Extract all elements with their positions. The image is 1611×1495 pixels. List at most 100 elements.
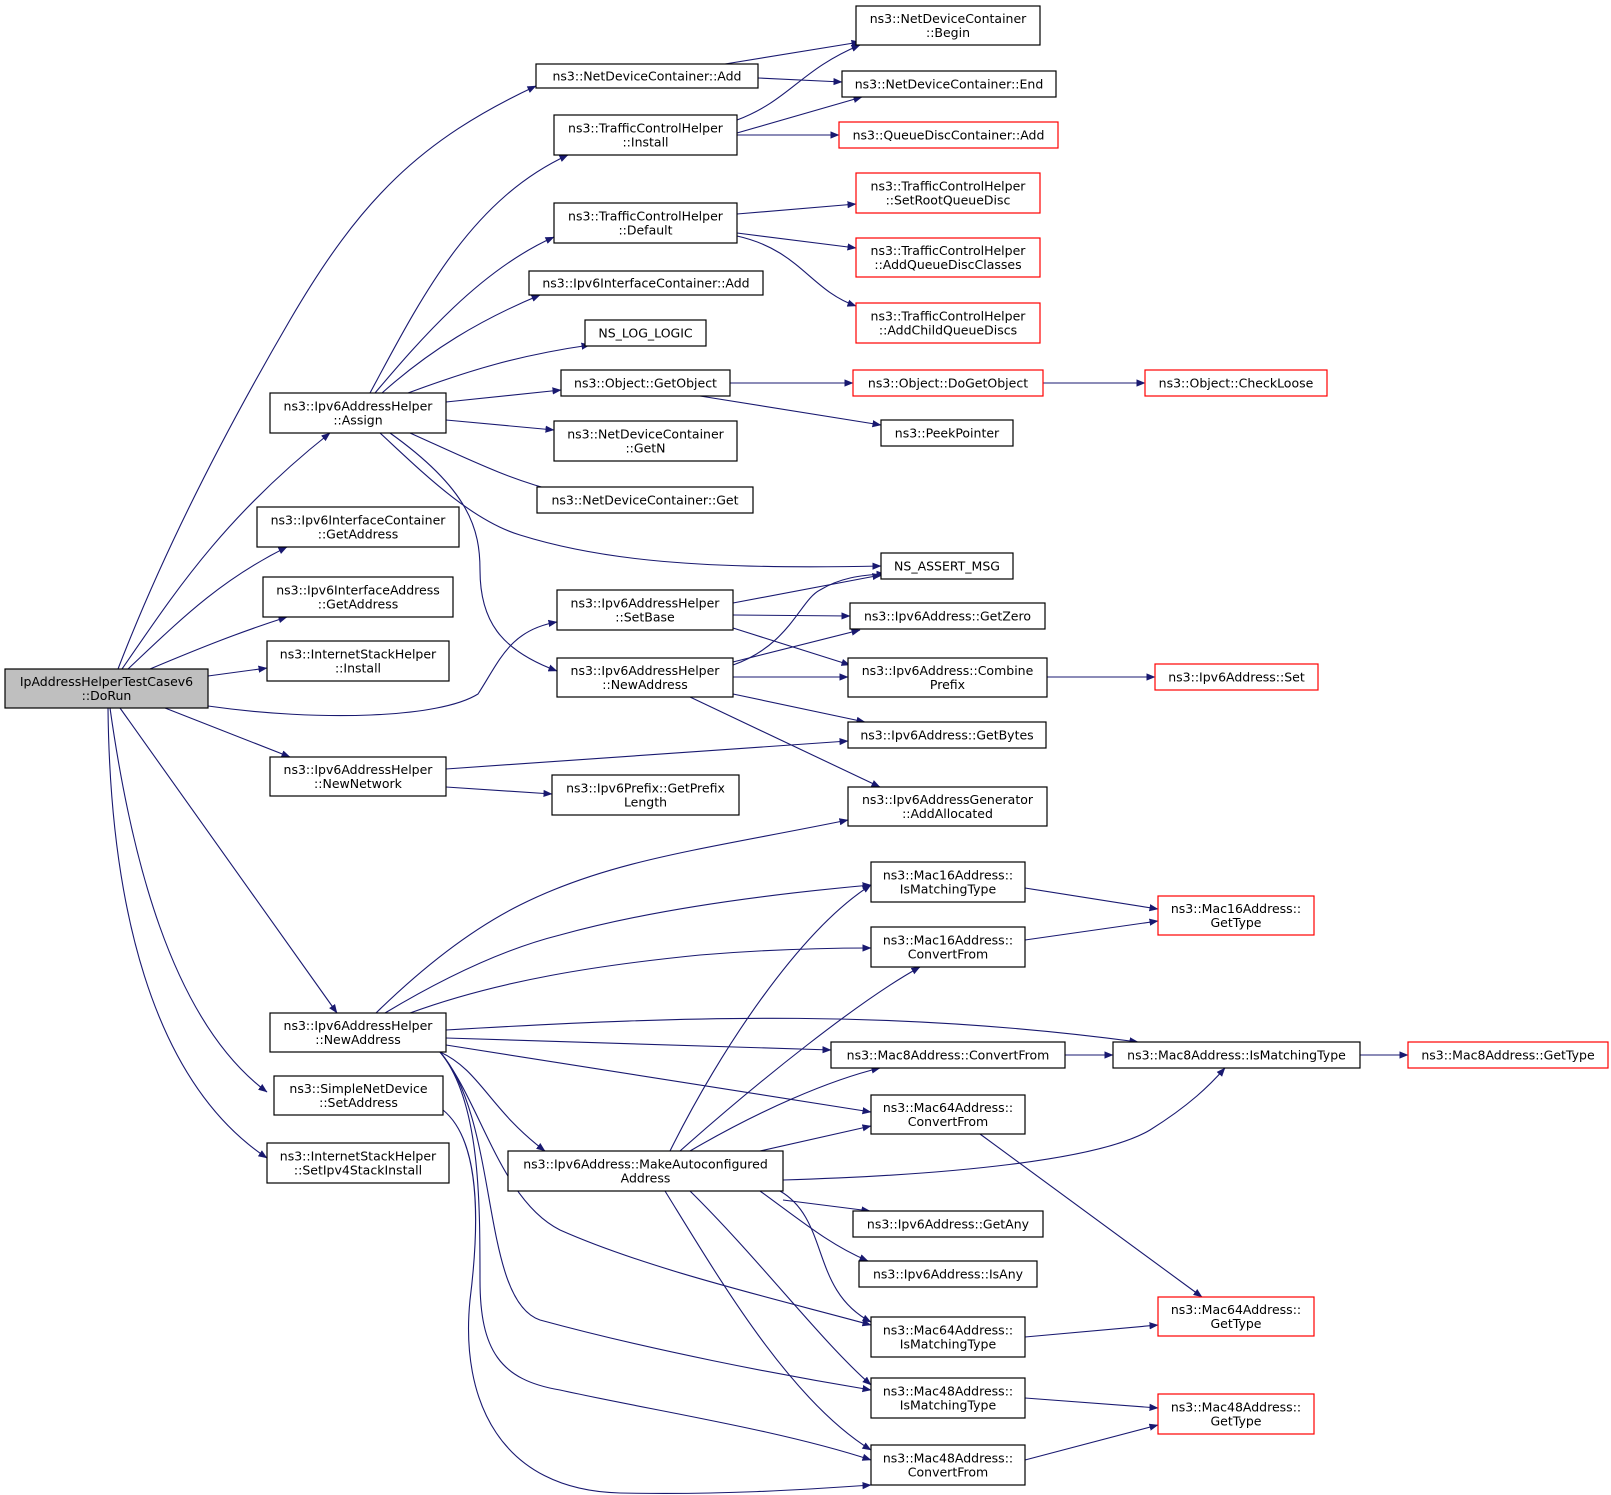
node-label: ns3::Ipv6Address::IsAny xyxy=(873,1267,1024,1282)
node-ipv6ic_add[interactable]: ns3::Ipv6InterfaceContainer::Add xyxy=(528,270,764,296)
node-mac48_gettype[interactable]: ns3::Mac48Address::GetType xyxy=(1157,1393,1315,1435)
node-label: ns3::NetDeviceContainer xyxy=(870,11,1027,26)
call-edge-ipv6ah_setbase-to-ipv6a_combine xyxy=(732,627,851,666)
node-box xyxy=(855,172,1041,214)
node-box xyxy=(1407,1041,1609,1069)
call-edge-sndev_setaddr-to-mac48_convert xyxy=(442,1109,872,1494)
node-box xyxy=(262,576,454,618)
node-tch_addchild[interactable]: ns3::TrafficControlHelper::AddChildQueue… xyxy=(855,302,1041,344)
node-mac48_ismatch[interactable]: ns3::Mac48Address::IsMatchingType xyxy=(870,1377,1026,1419)
node-label: ::Default xyxy=(618,223,672,238)
call-edge-mac16_ismatch-to-mac16_gettype xyxy=(1024,887,1159,912)
node-label: ::AddChildQueueDiscs xyxy=(879,323,1017,338)
node-label: IsMatchingType xyxy=(900,1398,997,1413)
node-peekpointer[interactable]: ns3::PeekPointer xyxy=(880,419,1014,447)
node-mac64_convert[interactable]: ns3::Mac64Address::ConvertFrom xyxy=(870,1094,1026,1135)
node-ipv6a_getbytes[interactable]: ns3::Ipv6Address::GetBytes xyxy=(847,721,1047,749)
node-mac16_ismatch[interactable]: ns3::Mac16Address::IsMatchingType xyxy=(870,861,1026,903)
node-sndev_setaddr[interactable]: ns3::SimpleNetDevice::SetAddress xyxy=(273,1075,444,1116)
node-label: ::SetAddress xyxy=(319,1095,398,1110)
node-ipv6ag_addalloc[interactable]: ns3::Ipv6AddressGenerator::AddAllocated xyxy=(847,786,1048,827)
call-edge-ipv6ah_newaddr2-to-mac64_ismatch xyxy=(439,1051,872,1327)
node-box xyxy=(870,861,1026,903)
node-ipv6a_getany[interactable]: ns3::Ipv6Address::GetAny xyxy=(852,1210,1044,1238)
node-mac48_convert[interactable]: ns3::Mac48Address::ConvertFrom xyxy=(870,1444,1026,1486)
node-mac16_convert[interactable]: ns3::Mac16Address::ConvertFrom xyxy=(870,926,1026,968)
node-ipv6a_isany[interactable]: ns3::Ipv6Address::IsAny xyxy=(858,1260,1038,1288)
node-box xyxy=(556,589,734,631)
node-label: ::DoRun xyxy=(82,688,132,703)
node-ndc_add[interactable]: ns3::NetDeviceContainer::Add xyxy=(535,63,759,89)
node-ipv6ah_setbase[interactable]: ns3::Ipv6AddressHelper::SetBase xyxy=(556,589,734,631)
node-label: ns3::NetDeviceContainer::Get xyxy=(551,493,738,508)
node-ish_install[interactable]: ns3::InternetStackHelper::Install xyxy=(266,640,450,682)
node-label: ns3::Ipv6Address::GetBytes xyxy=(860,728,1033,743)
node-label: ::GetN xyxy=(625,441,665,456)
node-ndc_end[interactable]: ns3::NetDeviceContainer::End xyxy=(841,70,1057,98)
node-box xyxy=(852,369,1044,397)
node-label: ns3::TrafficControlHelper xyxy=(568,121,724,136)
node-tch_addqdc[interactable]: ns3::TrafficControlHelper::AddQueueDiscC… xyxy=(855,237,1041,278)
node-obj_getobject[interactable]: ns3::Object::GetObject xyxy=(560,369,731,397)
node-qdc_add[interactable]: ns3::QueueDiscContainer::Add xyxy=(838,121,1059,149)
node-box xyxy=(880,552,1014,580)
node-label: ns3::Mac64Address:: xyxy=(1171,1302,1301,1317)
call-edge-ipv6a_makeauto-to-mac48_ismatch xyxy=(689,1190,872,1386)
node-ipv6ia_getaddr[interactable]: ns3::Ipv6InterfaceAddress::GetAddress xyxy=(262,576,454,618)
node-ipv6ic_getaddr[interactable]: ns3::Ipv6InterfaceContainer::GetAddress xyxy=(256,506,460,548)
node-label: ::SetIpv4StackInstall xyxy=(294,1163,422,1178)
node-tch_default[interactable]: ns3::TrafficControlHelper::Default xyxy=(553,202,738,244)
call-edge-ipv6ah_newaddr2-to-mac16_ismatch xyxy=(384,882,872,1014)
node-label: ns3::NetDeviceContainer::End xyxy=(855,77,1044,92)
node-ipv6a_makeauto[interactable]: ns3::Ipv6Address::MakeAutoconfiguredAddr… xyxy=(507,1150,784,1192)
node-label: IsMatchingType xyxy=(900,1337,997,1352)
node-label: ns3::Ipv6Address::GetAny xyxy=(867,1217,1030,1232)
node-label: ns3::Ipv6AddressHelper xyxy=(284,399,434,414)
node-ipv6a_getzero[interactable]: ns3::Ipv6Address::GetZero xyxy=(849,602,1046,630)
call-edge-root-to-ish_install xyxy=(207,665,268,677)
node-ns_assert_msg[interactable]: NS_ASSERT_MSG xyxy=(880,552,1014,580)
node-ns_log_logic[interactable]: NS_LOG_LOGIC xyxy=(584,319,707,347)
node-label: ::GetAddress xyxy=(318,527,398,542)
node-mac64_gettype[interactable]: ns3::Mac64Address::GetType xyxy=(1157,1296,1315,1337)
node-label: ::NewAddress xyxy=(602,677,687,692)
node-obj_checkloose[interactable]: ns3::Object::CheckLoose xyxy=(1144,369,1328,397)
call-edge-mac64_ismatch-to-mac64_gettype xyxy=(1024,1322,1159,1338)
node-label: ns3::Mac64Address:: xyxy=(883,1323,1013,1338)
call-edge-root-to-ish_setipv4 xyxy=(107,707,268,1159)
node-ipv6a_set[interactable]: ns3::Ipv6Address::Set xyxy=(1154,663,1319,691)
node-ndc_begin[interactable]: ns3::NetDeviceContainer::Begin xyxy=(855,5,1041,46)
node-box xyxy=(269,392,447,434)
node-ipv6ah_newaddr2[interactable]: ns3::Ipv6AddressHelper::NewAddress xyxy=(269,1012,447,1053)
node-box xyxy=(1112,1041,1361,1069)
node-label: NS_LOG_LOGIC xyxy=(598,326,693,341)
node-ipv6ah_assign[interactable]: ns3::Ipv6AddressHelper::Assign xyxy=(269,392,447,434)
node-ndc_getn[interactable]: ns3::NetDeviceContainer::GetN xyxy=(553,420,738,462)
call-edge-ipv6ah_assign-to-ns_assert_msg xyxy=(379,432,882,570)
node-label: GetType xyxy=(1211,1414,1262,1429)
node-ish_setipv4[interactable]: ns3::InternetStackHelper::SetIpv4StackIn… xyxy=(266,1142,450,1184)
node-label: ns3::Ipv6AddressHelper xyxy=(284,1018,434,1033)
node-mac8_convert[interactable]: ns3::Mac8Address::ConvertFrom xyxy=(830,1041,1066,1069)
call-edge-ipv6ah_assign-to-ipv6ah_newaddr1 xyxy=(389,432,558,672)
node-tch_setroot[interactable]: ns3::TrafficControlHelper::SetRootQueueD… xyxy=(855,172,1041,214)
call-edge-ipv6ah_setbase-to-ipv6a_getzero xyxy=(732,612,851,620)
node-label: ns3::Ipv6AddressHelper xyxy=(571,596,721,611)
node-ipv6ah_newnet[interactable]: ns3::Ipv6AddressHelper::NewNetwork xyxy=(269,756,447,797)
node-label: ns3::InternetStackHelper xyxy=(280,1149,437,1164)
node-mac8_ismatch[interactable]: ns3::Mac8Address::IsMatchingType xyxy=(1112,1041,1361,1069)
node-obj_dogetobject[interactable]: ns3::Object::DoGetObject xyxy=(852,369,1044,397)
node-tch_install[interactable]: ns3::TrafficControlHelper::Install xyxy=(553,114,738,156)
node-box xyxy=(855,5,1041,46)
node-mac64_ismatch[interactable]: ns3::Mac64Address::IsMatchingType xyxy=(870,1316,1026,1358)
node-label: ns3::Mac48Address:: xyxy=(883,1451,1013,1466)
node-mac16_gettype[interactable]: ns3::Mac16Address::GetType xyxy=(1157,895,1315,936)
node-root[interactable]: IpAddressHelperTestCasev6::DoRun xyxy=(4,668,209,709)
node-mac8_gettype[interactable]: ns3::Mac8Address::GetType xyxy=(1407,1041,1609,1069)
node-ipv6ah_newaddr1[interactable]: ns3::Ipv6AddressHelper::NewAddress xyxy=(556,657,734,698)
node-ndc_get[interactable]: ns3::NetDeviceContainer::Get xyxy=(536,486,754,514)
node-box xyxy=(870,1444,1026,1486)
call-edge-tch_default-to-tch_setroot xyxy=(736,201,857,215)
